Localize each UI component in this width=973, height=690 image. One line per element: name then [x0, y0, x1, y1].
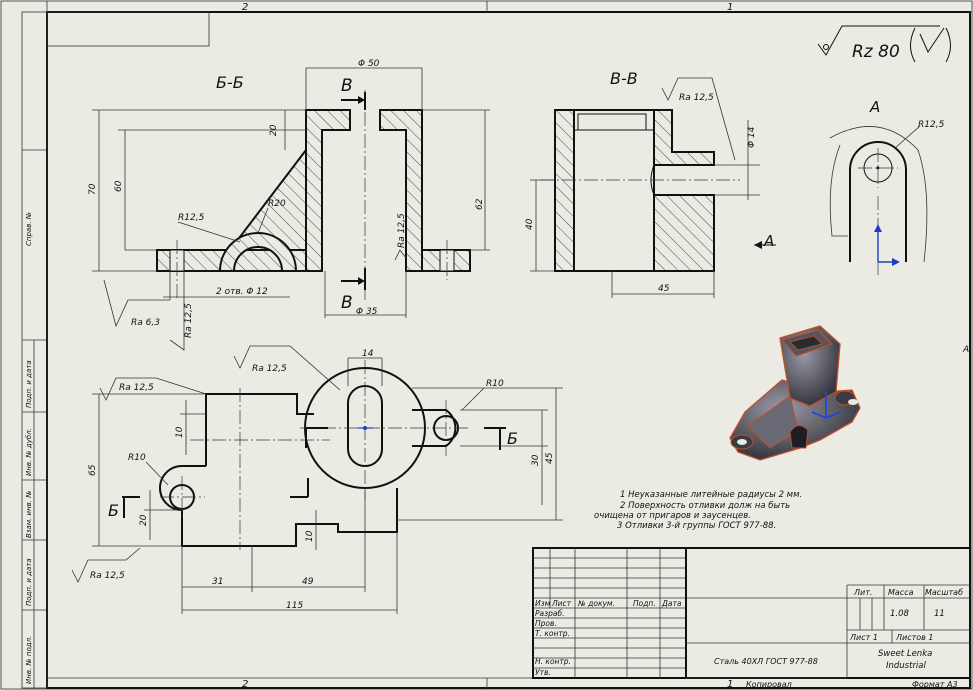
tb-row-prov: Пров. [535, 619, 557, 628]
section-bb-title: Б-Б [216, 73, 244, 92]
zone-top-1: 1 [727, 2, 733, 13]
tb-company-line1: Sweet Lenka [878, 649, 932, 659]
dim-bb-60: 60 [114, 180, 124, 192]
dim-vv-ra125: Ra 12,5 [679, 93, 714, 103]
tb-sheet: Лист 1 [849, 633, 878, 642]
view-a-title: A [869, 98, 880, 116]
tb-sheets: Листов 1 [895, 633, 934, 642]
plan-view [71, 345, 563, 614]
note-line-4: 3 Отливки 3-й группы ГОСТ 977-88. [617, 521, 776, 531]
title-block [532, 547, 971, 679]
dim-plan-r10-left: R10 [128, 453, 146, 463]
tb-row-razrab: Разраб. [535, 609, 564, 618]
tb-col-izm: Изм [535, 599, 551, 608]
dim-plan-ra125-bottom: Ra 12,5 [90, 571, 125, 581]
dim-bb-d35: Φ 35 [356, 307, 378, 317]
side-label-vzam: Взам. инв. № [25, 490, 33, 538]
zone-right-a: A [962, 345, 969, 355]
note-line-2: 2 Поверхность отливки долж на быть [620, 501, 790, 511]
dim-bb-62: 62 [475, 198, 485, 210]
dim-vv-45: 45 [658, 284, 670, 294]
tb-col-podp: Подп. [633, 599, 656, 608]
isometric-model-view [729, 325, 861, 461]
note-line-3: очищена от пригаров и заусенцев. [594, 511, 751, 521]
tb-header-mass: Масса [888, 588, 914, 597]
side-label-sprav: Справ. № [25, 212, 33, 246]
dim-bb-r20: R20 [268, 199, 286, 209]
tb-col-data: Дата [661, 599, 682, 608]
dim-plan-65: 65 [88, 464, 98, 476]
dim-plan-20: 20 [139, 514, 149, 526]
dim-bb-ra63: Ra 6,3 [131, 318, 160, 328]
tb-col-list: Лист [551, 599, 572, 608]
dim-plan-14: 14 [362, 349, 374, 359]
section-vv [530, 77, 776, 298]
general-roughness-mark [817, 25, 951, 63]
dim-plan-30: 30 [531, 454, 541, 466]
side-label-inv-podl: Инв. № подл. [25, 636, 33, 684]
cut-mark-v-top: В [341, 76, 353, 96]
tb-scale-value: 11 [934, 609, 945, 619]
tb-header-scale: Масштаб [925, 588, 963, 597]
dim-plan-31: 31 [212, 577, 223, 587]
dim-bb-20: 20 [269, 124, 279, 136]
footer-format: Формат А3 [912, 680, 958, 689]
dim-plan-r10-right: R10 [486, 379, 504, 389]
dim-vv-d14: Φ 14 [747, 126, 757, 148]
note-line-1: 1 Неуказанные литейные радиусы 2 мм. [620, 490, 802, 500]
dim-plan-ra125-left: Ra 12,5 [119, 383, 154, 393]
view-arrow-a: A [763, 232, 774, 250]
section-bb [92, 67, 490, 351]
zone-bottom-1: 1 [727, 679, 733, 690]
side-label-podp2: Подп. и дата [25, 558, 33, 606]
side-label-podp1: Подп. и дата [25, 360, 33, 408]
dim-bb-ra125-bore: Ra 12,5 [397, 213, 407, 248]
view-a [829, 125, 928, 275]
tb-row-tkontr: Т. контр. [535, 629, 570, 638]
side-label-inv-dubl: Инв. № дубл. [25, 428, 33, 476]
section-vv-title: В-В [610, 69, 638, 88]
dim-bb-r125: R12,5 [178, 213, 205, 223]
footer-copied: Копировал [746, 680, 792, 689]
tb-header-lit: Лит. [853, 588, 872, 597]
tb-row-utv: Утв. [535, 668, 551, 677]
dim-bb-d50: Φ 50 [358, 59, 380, 69]
dim-plan-115: 115 [286, 601, 303, 611]
zone-bottom-2: 2 [242, 679, 248, 690]
tb-mass-value: 1.08 [890, 609, 910, 619]
cut-mark-b-right: Б [507, 429, 518, 448]
cut-mark-b-left: Б [108, 501, 119, 520]
dim-bb-holes: 2 отв. Φ 12 [216, 287, 268, 297]
tb-col-doc: № докум. [577, 599, 615, 608]
dim-view-a-r125: R12,5 [918, 120, 945, 130]
dim-plan-49: 49 [302, 577, 314, 587]
dim-vv-40: 40 [525, 218, 535, 230]
tb-company-line2: Industrial [886, 661, 927, 671]
dim-plan-45: 45 [545, 452, 555, 464]
general-roughness-text: Rz 80 [852, 42, 900, 62]
dim-plan-ra125-top: Ra 12,5 [252, 364, 287, 374]
tb-row-nkontr: Н. контр. [535, 657, 571, 666]
zone-top-2: 2 [242, 2, 248, 13]
dim-plan-10-top: 10 [175, 426, 185, 438]
cut-mark-v-bottom: В [341, 293, 353, 313]
tb-material: Сталь 40ХЛ ГОСТ 977-88 [714, 657, 818, 666]
dim-bb-70: 70 [88, 183, 98, 195]
dim-plan-10-bottom: 10 [305, 530, 315, 542]
dim-bb-ra125-base: Ra 12,5 [184, 303, 194, 338]
